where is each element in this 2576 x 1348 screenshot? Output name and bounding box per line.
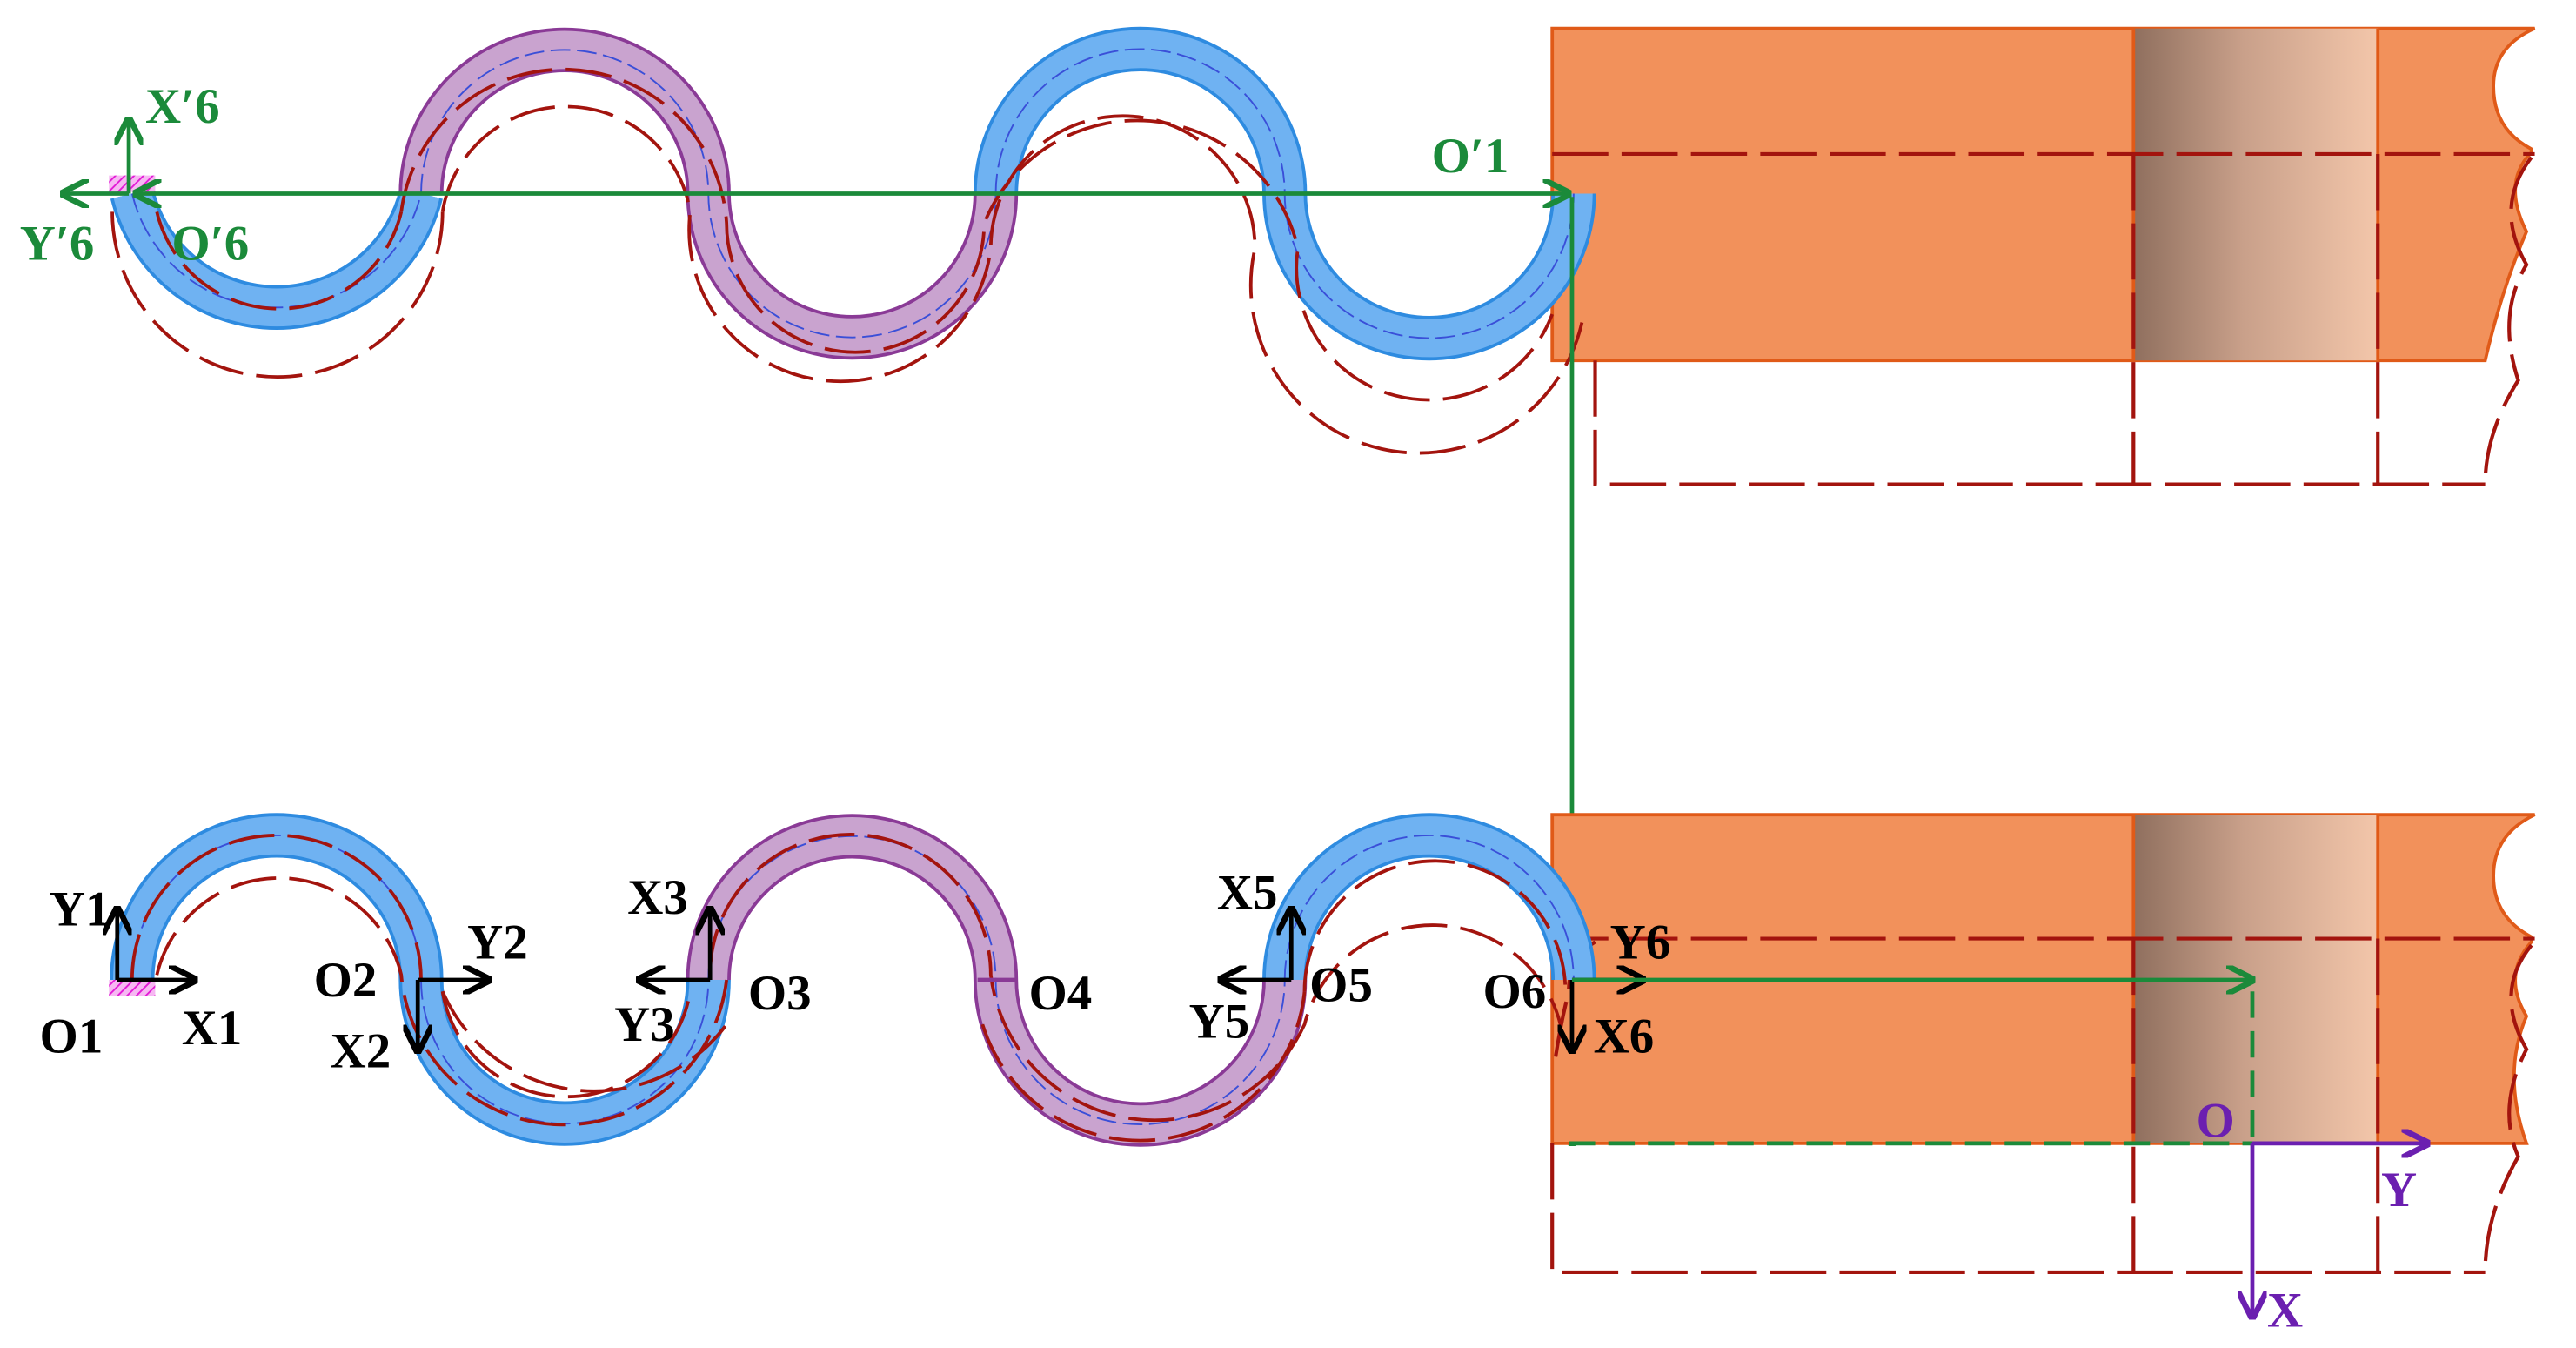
top-fixed-anchor — [109, 175, 156, 192]
label-y1: Y1 — [50, 882, 110, 936]
label-o1: O1 — [40, 1009, 104, 1064]
label-y6: Y6 — [1610, 915, 1671, 969]
label-o1-prime: O′1 — [1432, 129, 1509, 184]
bottom-state: Y1 O1 X1 O2 Y2 X2 X3 Y3 O3 O4 X5 Y5 O5 Y… — [40, 813, 2536, 1338]
bottom-dashed-configuration — [130, 833, 1568, 1143]
label-global-y: Y — [2381, 1163, 2417, 1217]
label-y3: Y3 — [614, 997, 675, 1052]
top-undeformed-dashed — [110, 67, 1584, 455]
label-y6-prime: Y′6 — [20, 216, 95, 271]
label-y5: Y5 — [1189, 994, 1250, 1049]
top-state: X′6 Y′6 O′6 O′1 — [20, 26, 2536, 1143]
label-o6-prime: O′6 — [171, 216, 249, 271]
label-o4: O4 — [1029, 966, 1093, 1021]
label-o3: O3 — [748, 966, 812, 1021]
bottom-flexure-blue-1 — [110, 813, 444, 981]
frame-labels: Y1 O1 X1 O2 Y2 X2 X3 Y3 O3 O4 X5 Y5 O5 Y… — [40, 865, 2418, 1338]
label-global-x: X — [2267, 1284, 2303, 1338]
bottom-fixed-anchor — [109, 979, 156, 996]
label-global-o: O — [2196, 1093, 2234, 1148]
local-frames — [117, 909, 1643, 1050]
label-x6: X6 — [1594, 1009, 1655, 1064]
label-x5: X5 — [1217, 865, 1278, 920]
label-o2: O2 — [314, 953, 378, 1008]
label-x3: X3 — [627, 870, 688, 925]
top-flexure-blue-1 — [110, 188, 443, 330]
label-o6: O6 — [1482, 964, 1546, 1019]
top-plate-dashed-outline — [1552, 151, 2535, 486]
bottom-green-lines — [1569, 980, 2252, 1146]
label-x6-prime: X′6 — [145, 79, 220, 134]
label-y2: Y2 — [467, 915, 528, 969]
label-x2: X2 — [331, 1024, 391, 1079]
label-o5: O5 — [1309, 958, 1373, 1013]
label-x1: X1 — [182, 1001, 243, 1056]
top-plate — [1550, 26, 2536, 363]
global-frame — [2252, 1143, 2427, 1317]
